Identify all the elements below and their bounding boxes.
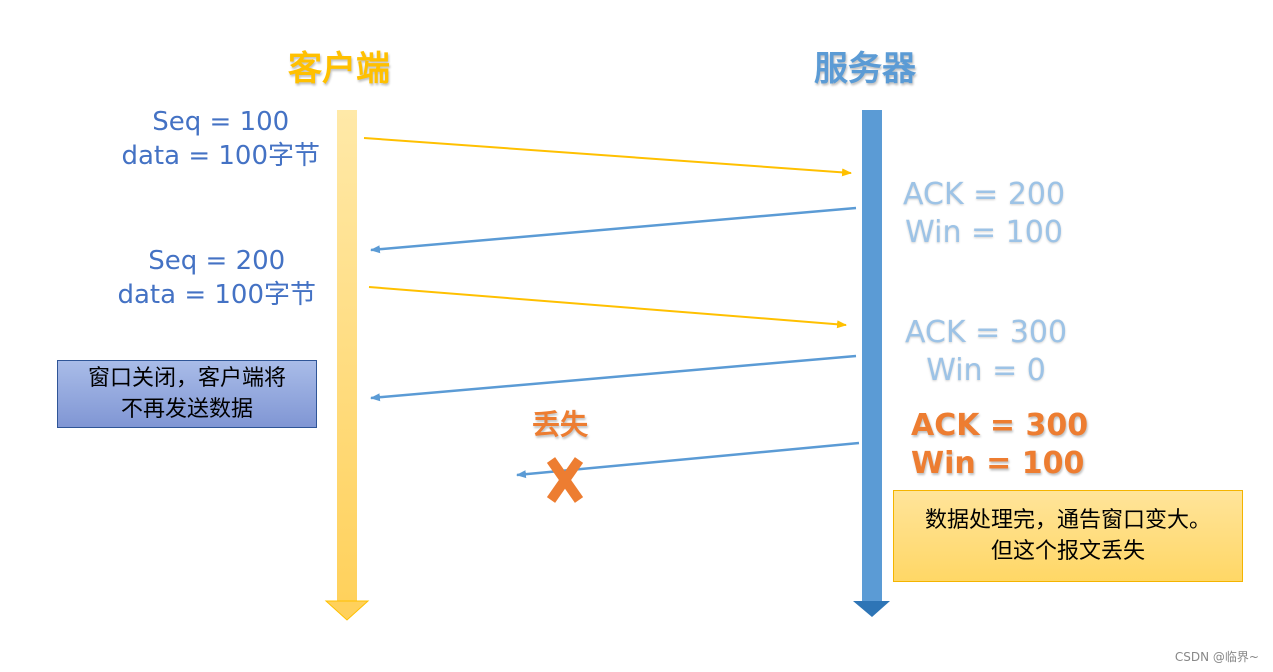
note-line: 不再发送数据 — [120, 397, 253, 422]
server-timeline — [853, 110, 890, 617]
server-ack-3-lost: ACK = 300 Win = 100 — [911, 407, 1088, 483]
lost-label: 丢失 — [532, 408, 589, 441]
lost-x-icon — [546, 457, 584, 503]
client-timeline — [324, 110, 370, 621]
ack-label: ACK = 200 — [903, 177, 1066, 212]
client-message-2: Seq = 200 data = 100字节 — [117, 244, 316, 312]
win-label: Win = 100 — [911, 446, 1085, 481]
seq-label: Seq = 200 — [148, 246, 286, 276]
seq100-arrow — [363, 137, 852, 177]
server-window-update-note: 数据处理完，通告窗口变大。 但这个报文丢失 — [893, 490, 1243, 582]
watermark: CSDN @临界~ — [1174, 650, 1259, 664]
seq200-arrow — [368, 286, 847, 329]
ack-label: ACK = 300 — [905, 315, 1068, 350]
ack200-arrow — [370, 206, 857, 254]
note-line: 数据处理完，通告窗口变大。 — [924, 508, 1211, 533]
note-line: 窗口关闭，客户端将 — [87, 366, 286, 391]
client-window-closed-note: 窗口关闭，客户端将 不再发送数据 — [57, 360, 317, 428]
seq-label: Seq = 100 — [152, 107, 290, 137]
win-label: Win = 0 — [926, 353, 1046, 388]
server-ack-2: ACK = 300 Win = 0 — [905, 314, 1067, 390]
data-label: data = 100字节 — [117, 280, 316, 310]
note-line: 但这个报文丢失 — [990, 539, 1145, 564]
ack300-win0-arrow — [370, 354, 857, 402]
data-label: data = 100字节 — [121, 141, 320, 171]
server-ack-1: ACK = 200 Win = 100 — [903, 176, 1065, 252]
server-title: 服务器 — [814, 49, 916, 89]
win-label: Win = 100 — [905, 215, 1063, 250]
client-message-1: Seq = 100 data = 100字节 — [121, 105, 320, 173]
ack-label: ACK = 300 — [911, 408, 1089, 443]
client-title: 客户端 — [288, 49, 390, 89]
